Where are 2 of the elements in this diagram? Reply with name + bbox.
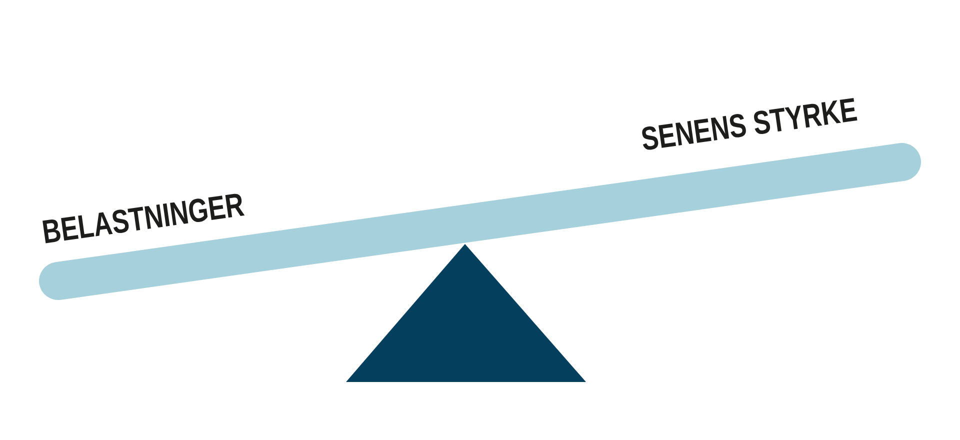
seesaw-label: BELASTNINGER [40,188,246,248]
seesaw-label: SENENS STYRKE [639,92,859,156]
